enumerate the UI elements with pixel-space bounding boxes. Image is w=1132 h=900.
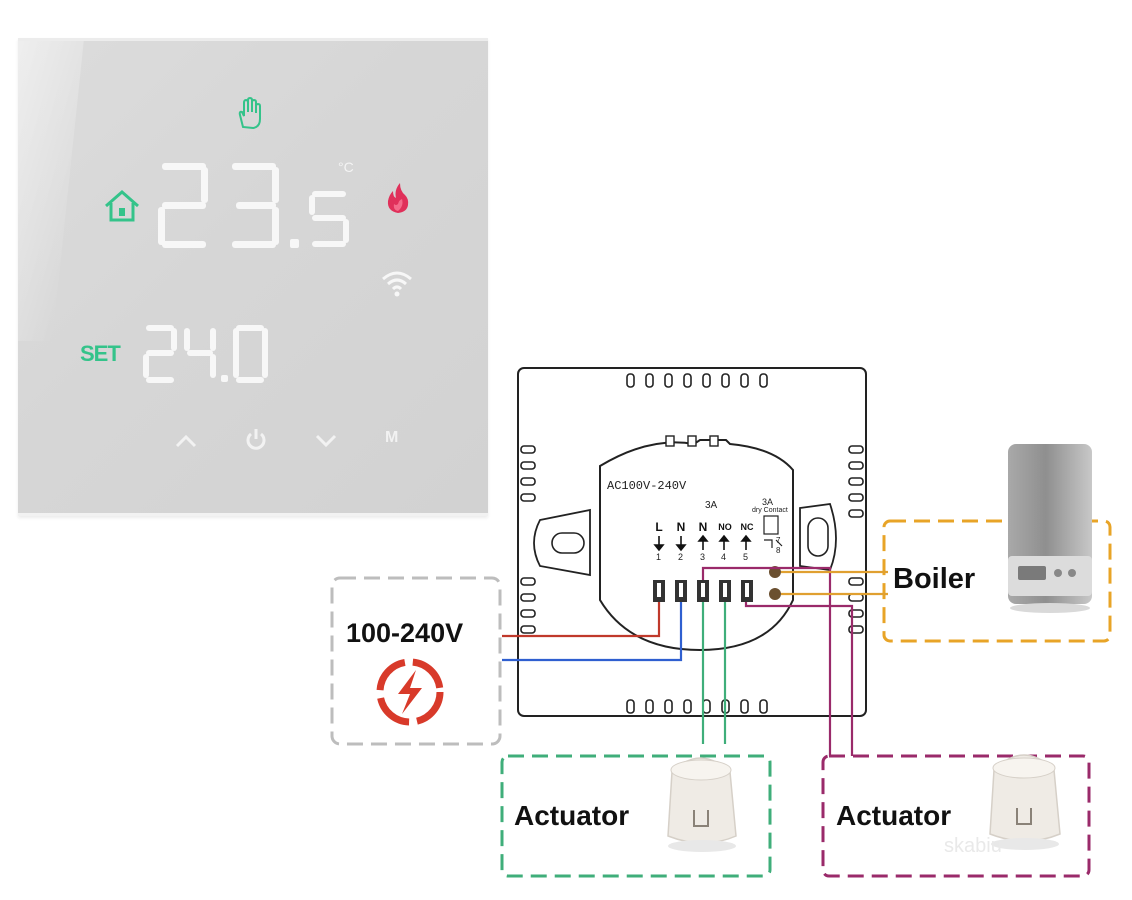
terminal-name-5: NC xyxy=(740,522,754,532)
terminal-name-4: NO xyxy=(718,522,732,532)
boiler-unit xyxy=(1008,444,1092,613)
left-mounting-tab xyxy=(533,508,591,577)
dry-contact-screw-8 xyxy=(769,588,781,600)
flame-icon xyxy=(387,183,409,213)
dry-contact-number-7: 7 xyxy=(776,536,781,545)
left-slots xyxy=(520,445,536,634)
right-slots xyxy=(848,445,864,634)
terminal-arrows xyxy=(653,534,752,552)
actuator-2-label: Actuator xyxy=(836,800,952,831)
wifi-icon xyxy=(382,271,412,297)
voltage-rating: AC100V-240V xyxy=(607,479,687,493)
current-rating: 3A xyxy=(705,500,718,511)
terminal-number-3: 3 xyxy=(700,552,706,562)
current-temp-display xyxy=(158,163,349,248)
dry-contact-label: dry Contact xyxy=(752,507,788,514)
mode-button[interactable]: M xyxy=(385,429,399,446)
terminal-number-1: 1 xyxy=(656,552,662,562)
dry-contact-number-8: 8 xyxy=(776,546,781,555)
set-label: SET xyxy=(80,341,121,366)
actuator-1-valve xyxy=(667,757,737,852)
thermostat-panel: °C SET xyxy=(18,38,488,516)
terminal-number-4: 4 xyxy=(721,552,727,562)
terminal-name-1: L xyxy=(655,520,663,534)
up-arrow-icon[interactable] xyxy=(174,433,198,449)
power-icon[interactable] xyxy=(244,427,268,451)
down-arrow-icon[interactable] xyxy=(314,433,338,449)
wires xyxy=(502,566,888,756)
top-slots xyxy=(626,373,768,388)
terminal-name-3: N xyxy=(698,520,708,534)
terminal-number-5: 5 xyxy=(743,552,749,562)
relay-module xyxy=(599,439,794,652)
dry-contact-rating: 3A xyxy=(762,497,774,507)
actuator-1-label: Actuator xyxy=(514,800,630,831)
actuator-2-box xyxy=(821,754,1091,878)
power-hazard-icon xyxy=(376,658,444,726)
home-icon xyxy=(105,190,139,222)
actuator-1-box xyxy=(500,754,772,878)
terminal-number-2: 2 xyxy=(678,552,684,562)
power-box xyxy=(330,576,502,746)
power-label: 100-240V xyxy=(346,618,464,648)
temp-unit: °C xyxy=(338,159,354,175)
terminal-name-2: N xyxy=(676,520,686,534)
actuator-2-valve xyxy=(989,754,1061,850)
boiler-label: Boiler xyxy=(893,563,976,595)
watermark: skabiu xyxy=(944,835,1002,857)
boiler-box xyxy=(882,519,1112,643)
set-temp-display xyxy=(143,325,268,383)
hand-icon xyxy=(238,97,261,130)
